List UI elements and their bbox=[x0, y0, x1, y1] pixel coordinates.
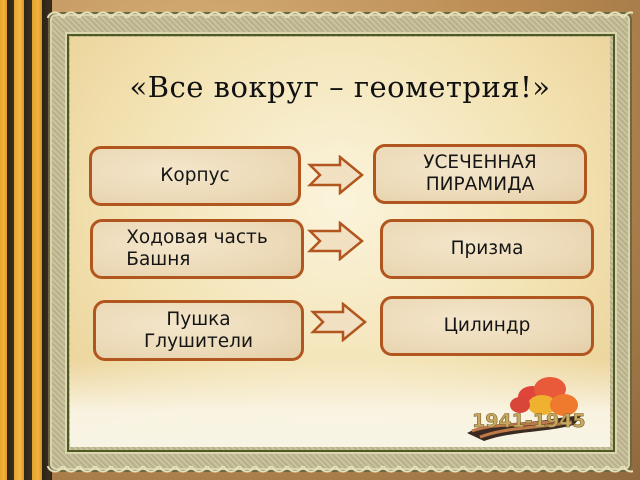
part-label-block: Ходовая часть Башня bbox=[126, 227, 267, 271]
part-box-chassis-turret: Ходовая часть Башня bbox=[90, 219, 304, 279]
arrow-right-icon bbox=[309, 302, 367, 342]
shape-box-cylinder: Цилиндр bbox=[380, 296, 594, 356]
part-label-block: Пушка Глушители bbox=[144, 309, 253, 353]
shape-label-block: УСЕЧЕННАЯ ПИРАМИДА bbox=[423, 152, 537, 196]
part-label-line1: Ходовая часть bbox=[126, 227, 268, 248]
slide-title: «Все вокруг – геометрия!» bbox=[129, 70, 551, 104]
arrow-right-icon bbox=[306, 221, 364, 261]
st-george-ribbon bbox=[0, 0, 52, 480]
part-label-line2: Глушители bbox=[143, 330, 253, 352]
part-label-line2: Башня bbox=[126, 249, 191, 270]
shape-label-line1: УСЕЧЕННАЯ bbox=[423, 152, 537, 173]
part-label-line1: Пушка bbox=[166, 308, 231, 330]
shape-label: Цилиндр bbox=[443, 315, 531, 336]
shape-label: Призма bbox=[450, 238, 524, 259]
arrow-right-icon bbox=[306, 155, 364, 195]
frame-inner-line bbox=[67, 34, 615, 452]
shape-label-line2: ПИРАМИДА bbox=[425, 174, 535, 195]
shape-box-truncated-pyramid: УСЕЧЕННАЯ ПИРАМИДА bbox=[373, 144, 587, 204]
part-label: Корпус bbox=[160, 165, 230, 186]
part-box-hull: Корпус bbox=[89, 146, 301, 206]
shape-box-prism: Призма bbox=[380, 219, 594, 279]
part-box-gun-mufflers: Пушка Глушители bbox=[93, 300, 304, 361]
emblem-years: 1941-1945 bbox=[472, 410, 586, 432]
victory-emblem-icon: 1941-1945 bbox=[467, 377, 586, 441]
